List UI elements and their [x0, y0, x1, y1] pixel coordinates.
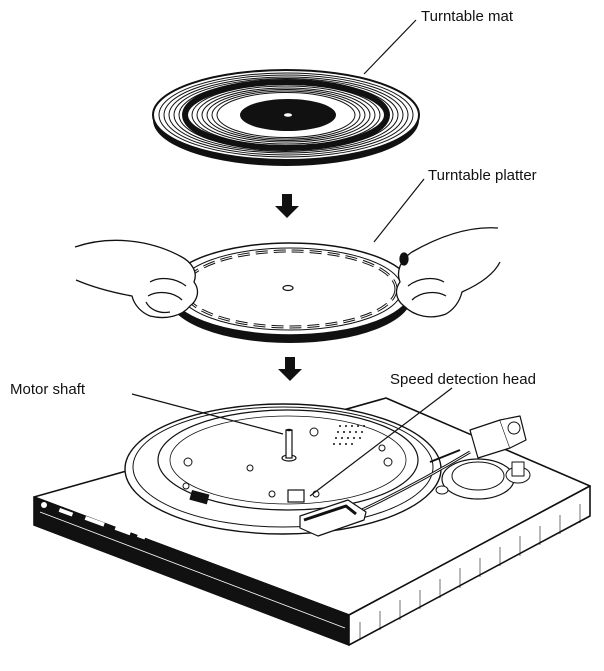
- turntable-platter-label: Turntable platter: [428, 167, 537, 184]
- motor-shaft: [281, 428, 297, 462]
- turntable-mat: [152, 69, 420, 166]
- mat-leader-line: [363, 19, 417, 75]
- left-hand: [74, 239, 199, 319]
- speed-detection-head-label: Speed detection head: [390, 371, 536, 388]
- tonearm: [299, 415, 531, 537]
- turntable-mat-label: Turntable mat: [421, 8, 513, 25]
- arrow-down-icon: [278, 357, 302, 381]
- motor-shaft-leader-line: [131, 393, 284, 435]
- platter-well: [124, 403, 442, 535]
- arrow-down-icon: [275, 194, 299, 218]
- platter-leader-line: [373, 178, 425, 243]
- turntable-platter: [167, 242, 413, 343]
- right-hand: [395, 227, 501, 318]
- motor-shaft-label: Motor shaft: [10, 381, 86, 398]
- speed-head-leader-line: [309, 387, 453, 497]
